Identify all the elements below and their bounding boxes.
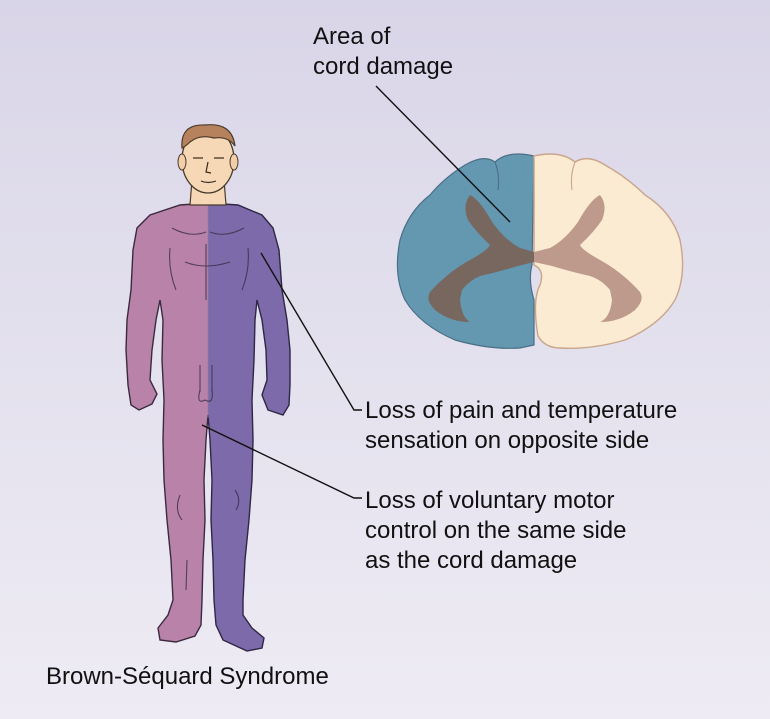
pain-temperature-label: Loss of pain and temperature sensation o… [365, 396, 677, 456]
human-figure [125, 124, 291, 652]
syndrome-title: Brown-Séquard Syndrome [46, 663, 329, 690]
pain-label-line-2: sensation on opposite side [365, 427, 650, 454]
leader-line-motor [201, 424, 362, 499]
area-of-cord-damage-label: Area of cord damage [313, 22, 453, 82]
leader-line-area [375, 85, 511, 223]
area-label-line-1: Area of [313, 23, 391, 50]
motor-label-line-3: as the cord damage [365, 547, 578, 574]
leader-line-pain [260, 252, 362, 411]
gray-matter-intact [534, 195, 642, 322]
hair [181, 124, 236, 149]
motor-control-label: Loss of voluntary motor control on the s… [365, 486, 626, 576]
motor-label-line-1: Loss of voluntary motor [365, 487, 615, 514]
motor-label-line-2: control on the same side [365, 517, 627, 544]
area-label-line-2: cord damage [313, 53, 454, 80]
spinal-cord-cross-section [396, 153, 684, 349]
gray-matter-damaged [428, 195, 534, 322]
pain-label-line-1: Loss of pain and temperature [365, 397, 678, 424]
intact-cord-half [533, 153, 684, 349]
